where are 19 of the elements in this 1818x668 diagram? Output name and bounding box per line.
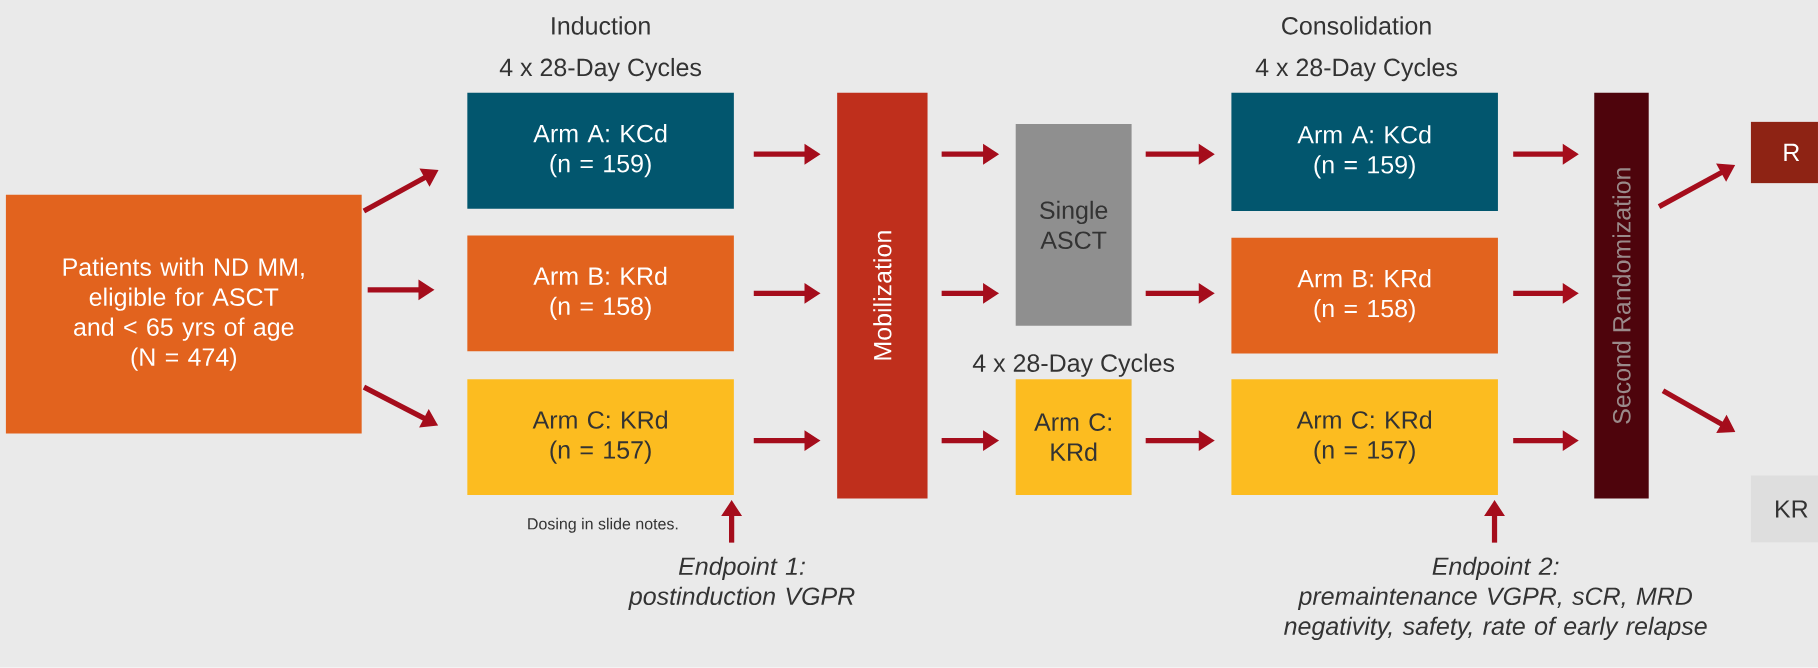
column-heading: Induction xyxy=(552,16,650,35)
process-box: Single ASCT xyxy=(1015,124,1132,326)
vertical-bar: Mobilization xyxy=(837,92,928,499)
process-box: KR xyxy=(1750,475,1818,543)
process-box: Arm A: KCd (n = 159) xyxy=(467,92,734,209)
vertical-bar: Second Randomization xyxy=(1594,92,1649,499)
process-box: Arm A: KCd (n = 159) xyxy=(1231,92,1498,212)
process-box: Patients with ND MM, eligible for ASCT and < 65 yrs of age (N = 474) xyxy=(5,194,362,434)
process-box: Arm C: KRd (n = 157) xyxy=(467,379,734,496)
endpoint-note: Endpoint 2: premaintenance VGPR, sCR, MRD negativity, safety, rate of early relapse xyxy=(1284,556,1707,641)
process-box: Arm B: KRd (n = 158) xyxy=(1231,237,1498,354)
process-box: Arm B: KRd (n = 158) xyxy=(467,235,734,352)
note: Dosing in slide notes. xyxy=(528,517,678,533)
process-box: Arm C: KRd xyxy=(1015,379,1132,496)
process-box: Arm C: KRd (n = 157) xyxy=(1231,379,1498,496)
column-heading: 4 x 28-Day Cycles xyxy=(972,353,1175,377)
process-box: R xyxy=(1750,121,1818,184)
endpoint-note: Endpoint 1: postinduction VGPR xyxy=(628,556,855,611)
column-heading: Consolidation xyxy=(1282,16,1431,35)
